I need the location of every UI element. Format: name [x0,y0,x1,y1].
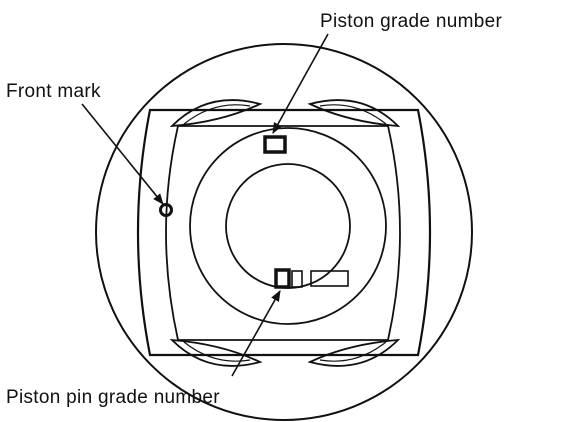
pin-grade-leader-line [231,290,281,377]
piston-grade-number-box [263,135,287,154]
valve-relief-bottom-right-inner [319,341,387,362]
piston-skirt-inner-outline [165,125,401,341]
front-mark-label: Front mark [6,81,101,102]
piston-skirt-outer-outline [136,108,432,357]
valve-relief-bottom-left-inner [183,341,251,362]
valve-relief-bottom-left [169,338,263,367]
piston-pin-grade-number-label: Piston pin grade number [6,387,220,408]
valve-relief-bottom-right [307,338,401,367]
combustion-bowl-outer [189,127,387,325]
pin-grade-small-box [291,270,303,288]
valve-relief-top-left [169,99,263,128]
valve-relief-top-right-inner [319,104,387,125]
pin-grade-wide-box [310,270,349,287]
valve-relief-top-right [307,99,401,128]
piston-grade-leader-line [272,33,329,134]
front-mark-leader-line [81,103,164,205]
front-mark-symbol [159,203,173,217]
valve-relief-top-left-inner [183,104,251,125]
piston-pin-grade-number-box [274,268,291,289]
piston-outer-circle [95,43,473,421]
piston-grade-number-label: Piston grade number [320,11,502,32]
